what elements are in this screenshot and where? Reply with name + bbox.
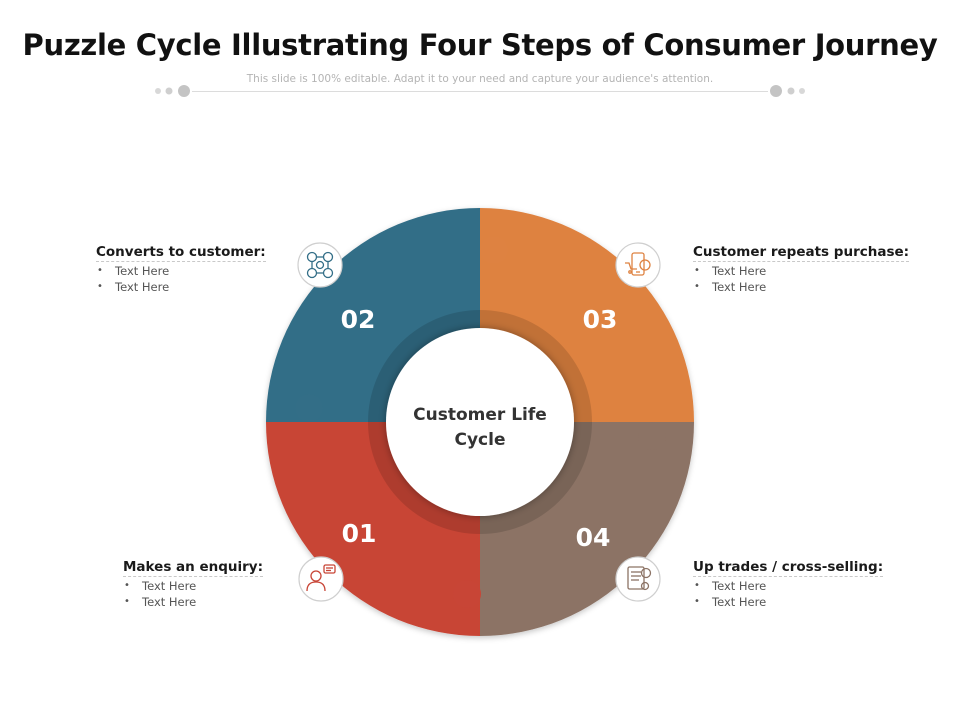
step-number-02: 02 [341,305,376,334]
puzzle-knob [295,394,323,422]
step-number-04: 04 [576,523,611,552]
divider-dot [178,85,190,97]
step-04-bullets: Text Here Text Here [694,578,766,610]
bullet-item: Text Here [694,263,766,279]
divider-dot [155,88,161,94]
customer-network-icon [297,242,343,288]
enquiry-chat-icon [298,556,344,602]
bullet-item: Text Here [124,578,196,594]
center-circle [386,328,574,516]
bullet-item: Text Here [694,594,766,610]
subtitle-divider [155,85,805,97]
step-02-bullets: Text Here Text Here [97,263,169,295]
bullet-item: Text Here [694,578,766,594]
divider-dot [770,85,782,97]
step-03-bullets: Text Here Text Here [694,263,766,295]
bullet-item: Text Here [124,594,196,610]
document-trade-icon [615,556,661,602]
step-number-03: 03 [583,305,618,334]
center-label-line-2: Cycle [455,430,506,450]
step-number-01: 01 [342,519,377,548]
divider-dot [787,87,795,95]
step-03-label: Customer repeats purchase: [693,244,910,262]
step-04-label: Up trades / cross-selling: [693,559,884,577]
divider-dot [799,88,805,94]
page-title: Puzzle Cycle Illustrating Four Steps of … [22,28,938,62]
bullet-item: Text Here [97,263,169,279]
bullet-item: Text Here [694,279,766,295]
step-01-bullets: Text Here Text Here [124,578,196,610]
puzzle-knob [480,236,508,264]
divider-dot [165,87,173,95]
step-01-label: Makes an enquiry: [123,559,263,577]
step-02-label: Converts to customer: [96,244,266,262]
mobile-purchase-icon [615,242,661,288]
puzzle-knob [638,422,666,450]
puzzle-knob [453,580,481,608]
center-label-line-1: Customer Life [413,405,547,425]
bullet-item: Text Here [97,279,169,295]
page-subtitle: This slide is 100% editable. Adapt it to… [246,73,714,85]
